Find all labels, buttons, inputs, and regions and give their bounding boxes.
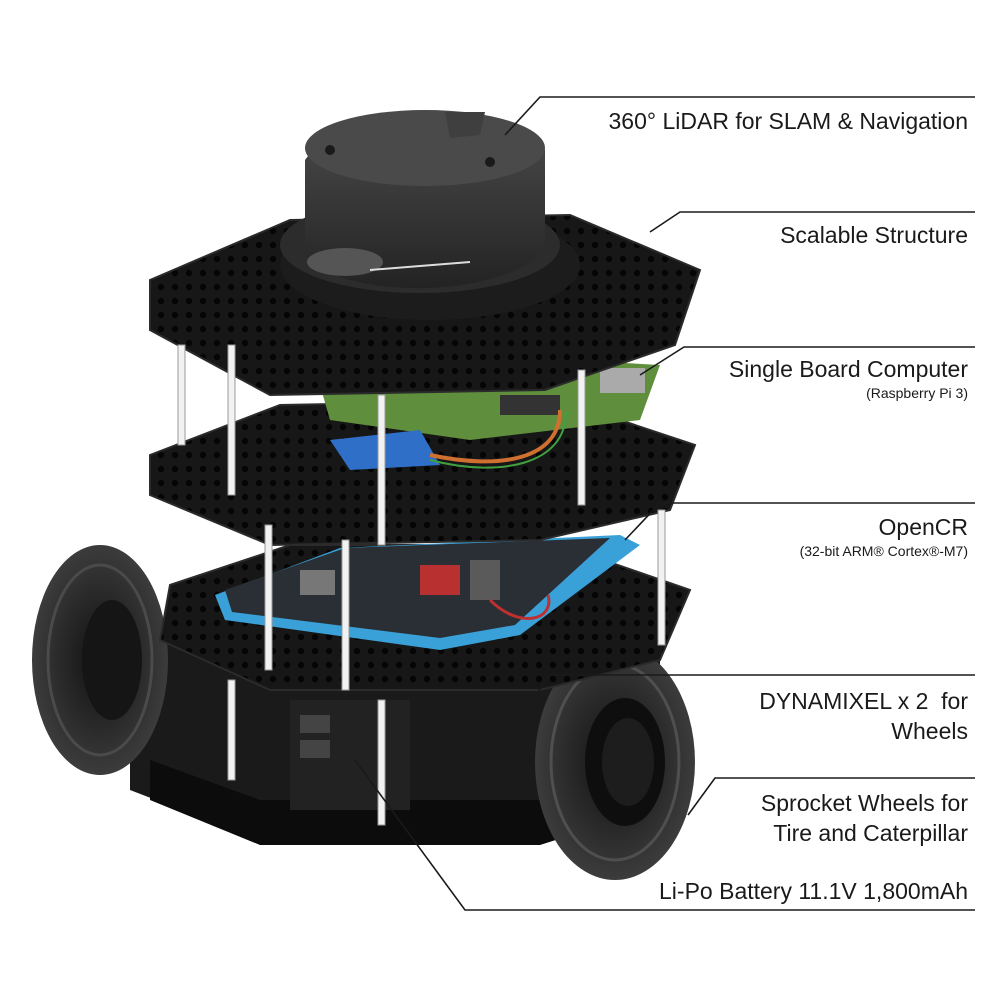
leader-structure <box>649 211 975 233</box>
callout-lidar: 360° LiDAR for SLAM & Navigation <box>609 108 968 134</box>
callout-dynamixel-line2: Wheels <box>891 718 968 745</box>
leader-sbc <box>639 346 975 376</box>
callout-sbc-subtitle: (Raspberry Pi 3) <box>866 385 968 402</box>
callout-opencr: OpenCR (32-bit ARM® Cortex®-M7) <box>800 514 968 560</box>
callout-sbc-title: Single Board Computer <box>728 356 968 382</box>
callout-dynamixel-line1: DYNAMIXEL x 2 for <box>759 688 968 714</box>
plate-lower <box>158 535 692 691</box>
left-wheel <box>32 545 168 775</box>
callout-battery: Li-Po Battery 11.1V 1,800mAh <box>659 878 968 904</box>
leader-opencr <box>624 502 975 541</box>
callout-sprocket-line1: Sprocket Wheels for <box>760 790 968 816</box>
callout-lidar-title: 360° LiDAR for SLAM & Navigation <box>608 108 968 134</box>
callout-dynamixel: DYNAMIXEL x 2 for Wheels <box>759 688 968 745</box>
callout-structure: Scalable Structure <box>780 222 968 248</box>
callout-opencr-title: OpenCR <box>878 514 968 540</box>
callout-sprocket: Sprocket Wheels for Tire and Caterpillar <box>761 790 968 847</box>
leader-sprocket <box>687 777 975 816</box>
callout-sbc: Single Board Computer (Raspberry Pi 3) <box>729 356 968 402</box>
leader-lidar <box>504 96 975 136</box>
callout-opencr-subtitle: (32-bit ARM® Cortex®-M7) <box>799 543 968 560</box>
callout-battery-title: Li-Po Battery 11.1V 1,800mAh <box>659 878 968 904</box>
lidar-sensor <box>280 110 580 320</box>
right-wheel <box>535 644 695 880</box>
leader-battery <box>354 759 975 911</box>
callout-structure-title: Scalable Structure <box>780 222 968 248</box>
leader-dynamixel <box>514 674 975 726</box>
leader-lines <box>354 96 975 911</box>
standoffs <box>177 344 666 826</box>
callout-sprocket-line2: Tire and Caterpillar <box>773 820 968 847</box>
